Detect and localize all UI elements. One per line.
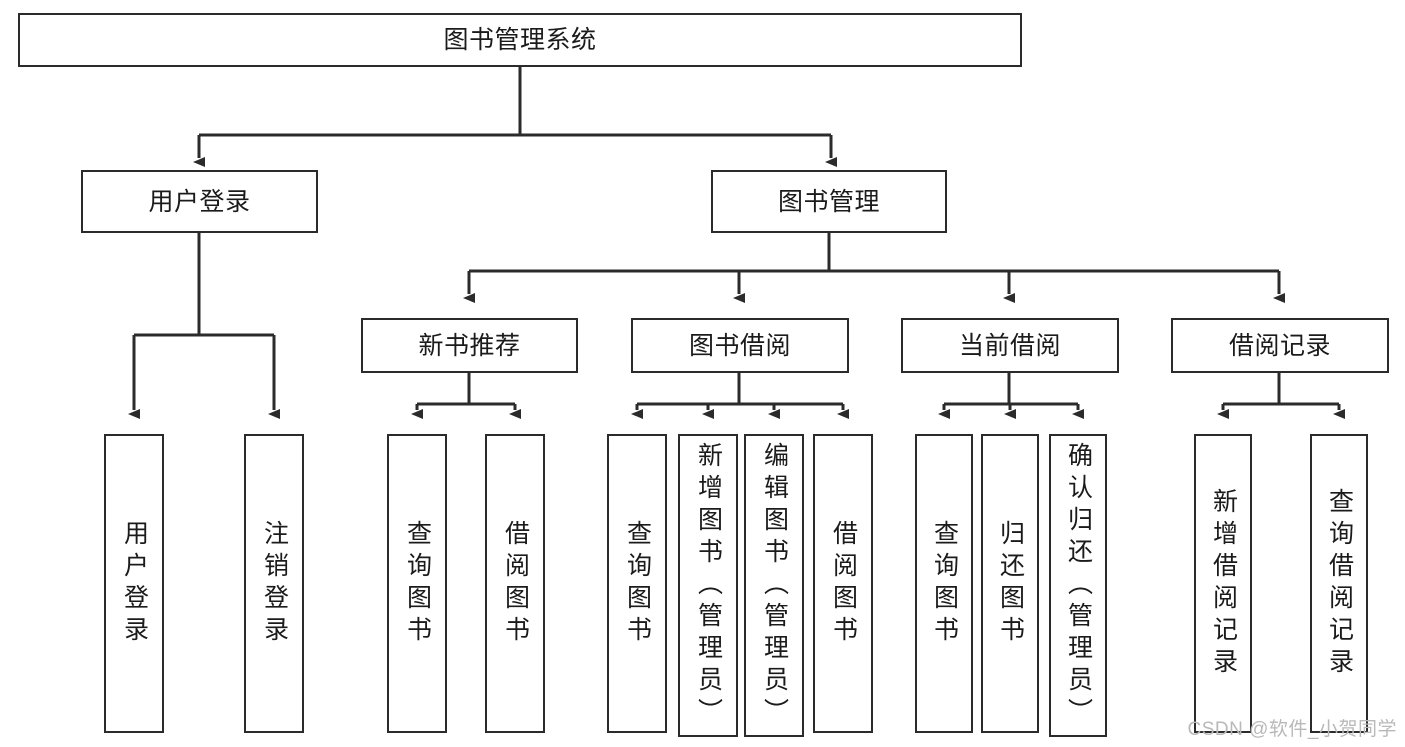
node-leaf-query-book-3[interactable]: 查询图书: [915, 434, 973, 733]
node-leaf-borrow-book-2-label: 借阅图书: [829, 519, 858, 648]
node-leaf-logout[interactable]: 注销登录: [244, 434, 304, 733]
node-book-borrow-label: 图书借阅: [688, 331, 791, 360]
node-leaf-query-book-1-label: 查询图书: [403, 519, 432, 648]
node-leaf-user-login-label: 用户登录: [120, 519, 149, 648]
node-leaf-add-record[interactable]: 新增借阅记录: [1194, 434, 1252, 733]
node-leaf-query-book-2-label: 查询图书: [623, 519, 652, 648]
node-leaf-add-book-label: 新增图书（管理员）: [694, 442, 723, 730]
node-leaf-user-login[interactable]: 用户登录: [104, 434, 164, 733]
node-book-manage-label: 图书管理: [777, 187, 880, 216]
node-leaf-edit-book[interactable]: 编辑图书（管理员）: [744, 434, 804, 737]
node-leaf-return-book-label: 归还图书: [996, 519, 1025, 648]
node-leaf-borrow-book-1-label: 借阅图书: [501, 519, 530, 648]
node-current-borrow-label: 当前借阅: [958, 331, 1061, 360]
node-leaf-add-book[interactable]: 新增图书（管理员）: [678, 434, 738, 737]
node-leaf-query-book-3-label: 查询图书: [930, 519, 959, 648]
node-leaf-return-book[interactable]: 归还图书: [981, 434, 1039, 733]
node-book-borrow[interactable]: 图书借阅: [631, 318, 849, 373]
node-leaf-logout-label: 注销登录: [260, 519, 289, 648]
node-new-book-rec[interactable]: 新书推荐: [361, 318, 578, 373]
node-leaf-query-record-label: 查询借阅记录: [1325, 487, 1354, 680]
node-leaf-add-record-label: 新增借阅记录: [1209, 487, 1238, 680]
node-leaf-confirm-return[interactable]: 确认归还（管理员）: [1049, 434, 1107, 737]
node-leaf-query-record[interactable]: 查询借阅记录: [1310, 434, 1368, 733]
node-root[interactable]: 图书管理系统: [18, 13, 1022, 67]
node-borrow-record-label: 借阅记录: [1228, 331, 1331, 360]
node-book-manage[interactable]: 图书管理: [711, 170, 947, 233]
watermark-text: CSDN @软件_小贺同学: [1187, 719, 1397, 740]
node-leaf-borrow-book-1[interactable]: 借阅图书: [485, 434, 545, 733]
node-leaf-confirm-return-label: 确认归还（管理员）: [1064, 442, 1093, 730]
node-borrow-record[interactable]: 借阅记录: [1171, 318, 1389, 373]
node-leaf-borrow-book-2[interactable]: 借阅图书: [813, 434, 873, 733]
node-user-login[interactable]: 用户登录: [81, 170, 318, 233]
node-leaf-edit-book-label: 编辑图书（管理员）: [760, 442, 789, 730]
node-root-label: 图书管理系统: [443, 26, 597, 54]
node-leaf-query-book-2[interactable]: 查询图书: [607, 434, 667, 733]
node-new-book-rec-label: 新书推荐: [418, 331, 521, 360]
node-current-borrow[interactable]: 当前借阅: [901, 318, 1119, 373]
node-leaf-query-book-1[interactable]: 查询图书: [387, 434, 447, 733]
node-user-login-label: 用户登录: [148, 187, 251, 216]
